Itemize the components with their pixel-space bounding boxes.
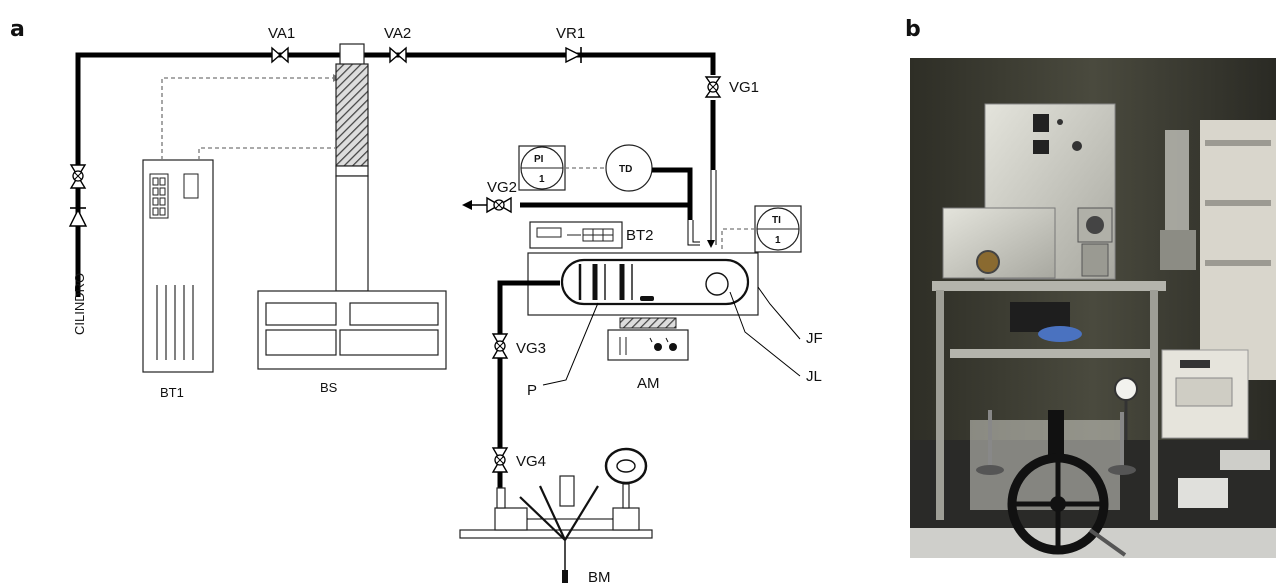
valve-vg1-label: VG1 — [729, 79, 759, 96]
valve-vg3-label: VG3 — [516, 340, 546, 357]
valve-va1-label: VA1 — [268, 25, 295, 42]
photo-shelf-top — [932, 281, 1166, 291]
cylinder-check-valve — [70, 208, 86, 226]
vg1-arrow-head — [707, 240, 715, 248]
bt1-label: BT1 — [160, 385, 184, 400]
ti-text: TI — [772, 215, 781, 226]
check-valve-vr1 — [566, 47, 581, 63]
bm-label: BM — [588, 569, 611, 583]
signal-bt1-lower — [199, 148, 335, 160]
photo-steel-box — [943, 208, 1055, 278]
photo-controller-1 — [1033, 114, 1049, 132]
vent-arrow — [462, 200, 472, 210]
panel-a-schematic: a VA1 VA2 VR1 VG1 — [10, 17, 823, 583]
photo-wall-shelf — [1200, 120, 1276, 380]
valve-va2-label: VA2 — [384, 25, 411, 42]
panel-b-photo: b — [905, 17, 1276, 558]
panel-b-letter: b — [905, 17, 921, 42]
ti-number: 1 — [775, 235, 781, 246]
jl-label: JL — [806, 368, 822, 385]
view-cell-jl — [562, 260, 748, 304]
p-label: P — [527, 382, 537, 399]
pi-text: PI — [534, 154, 544, 165]
valve-va1 — [272, 48, 288, 62]
syringe-pump-bs — [258, 44, 446, 369]
photo-shelf-middle — [950, 349, 1150, 358]
manual-pump-bm — [460, 449, 652, 583]
photo-controller-2 — [1033, 140, 1049, 154]
pressure-indicator-pi: PI 1 — [519, 146, 565, 190]
bath-controller-bt2 — [530, 222, 622, 248]
valve-vg4-label: VG4 — [516, 453, 546, 470]
valve-vg3 — [493, 334, 507, 358]
bt2-label: BT2 — [626, 227, 654, 244]
jf-leader — [758, 287, 800, 339]
transducer-td: TD — [606, 145, 652, 191]
jf-label: JF — [806, 330, 823, 347]
photo-pump-frame — [970, 420, 1120, 510]
am-label: AM — [637, 375, 660, 392]
vg1-capillary — [711, 170, 716, 245]
photo-tube — [1165, 130, 1189, 230]
cilindro-label: CILINDRO — [72, 273, 87, 335]
valve-vr1-label: VR1 — [556, 25, 585, 42]
signal-ti — [722, 229, 755, 250]
magnetic-stirrer-am — [608, 318, 688, 360]
cylinder-valve-upper — [71, 165, 85, 188]
panel-a-letter: a — [10, 17, 25, 42]
valve-vg1 — [706, 77, 720, 97]
photo-brass-fitting — [977, 251, 999, 273]
bath-bt1 — [143, 160, 213, 372]
td-text: TD — [619, 164, 632, 175]
pi-number: 1 — [539, 174, 545, 185]
bs-label: BS — [320, 380, 338, 395]
valve-vg2-label: VG2 — [487, 179, 517, 196]
valve-va2 — [390, 48, 406, 62]
td-capillary — [688, 220, 700, 245]
valve-vg4 — [493, 448, 507, 472]
pipe-td-to-cell — [652, 170, 690, 220]
valve-vg2 — [487, 198, 511, 212]
temperature-indicator-ti: TI 1 — [755, 206, 801, 252]
photo-gauge — [1115, 378, 1137, 400]
